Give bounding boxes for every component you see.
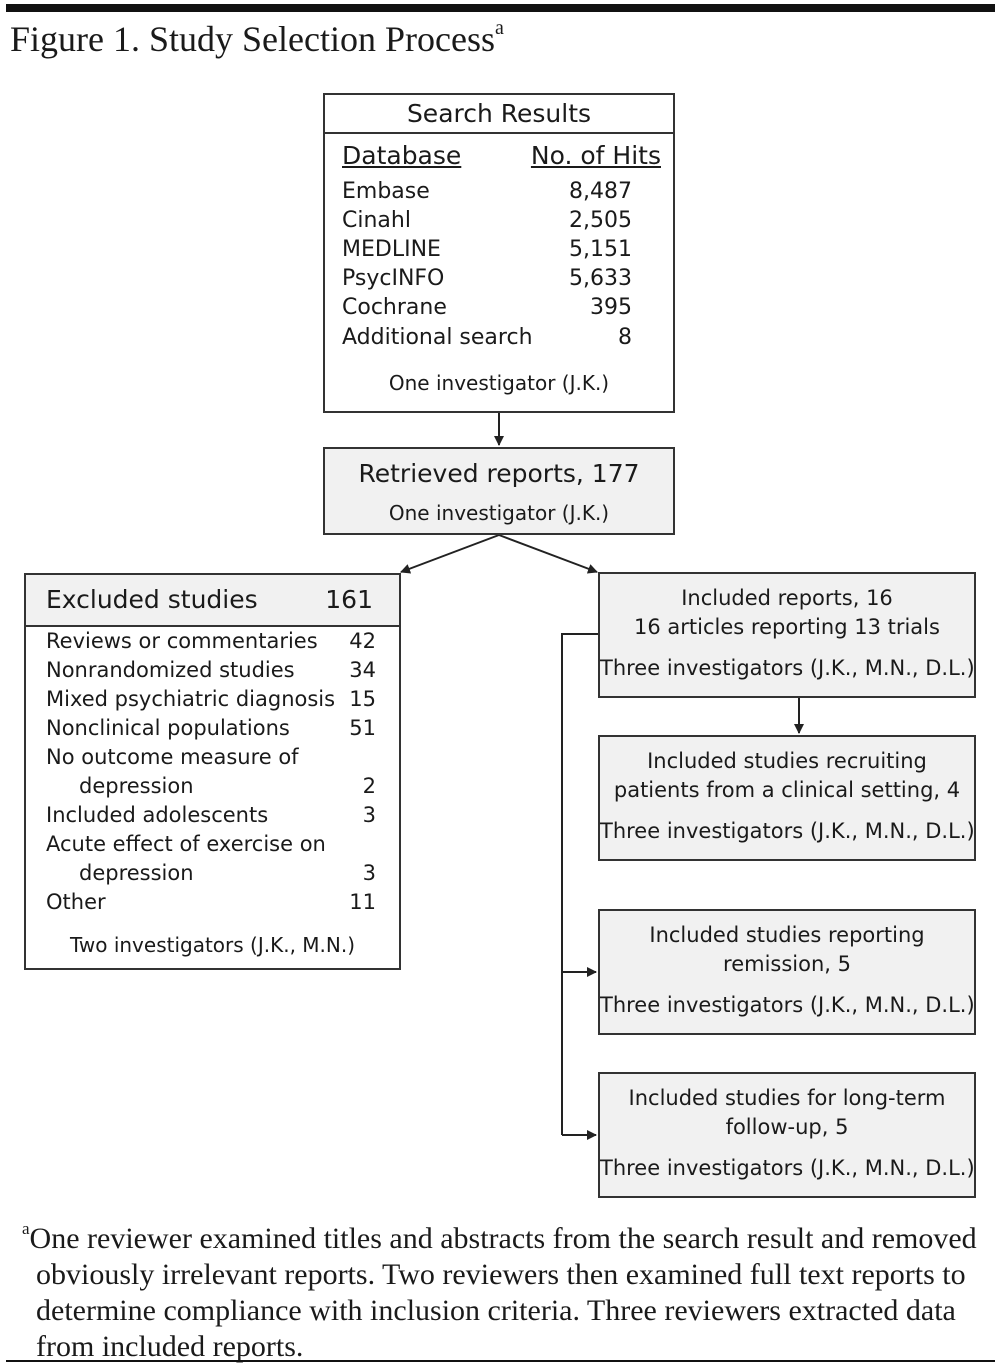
- exclusion-reason: depression: [79, 861, 194, 885]
- exclusion-row: No outcome measure of: [46, 745, 376, 774]
- exclusion-row: Nonrandomized studies 34: [46, 658, 376, 687]
- bracket-included-branch: [561, 633, 598, 1135]
- exclusion-count: 2: [362, 774, 376, 798]
- column-header-hits: No. of Hits: [530, 141, 661, 170]
- search-results-box: Search Results Database No. of Hits Emba…: [323, 93, 675, 413]
- arrow-retrieved-to-included: [498, 534, 598, 574]
- excluded-studies-total: 161: [325, 585, 373, 614]
- exclusion-count: 34: [349, 658, 376, 682]
- footnote-text: One reviewer examined titles and abstrac…: [29, 1222, 977, 1363]
- exclusion-row: Included adolescents 3: [46, 803, 376, 832]
- database-row: Embase 8,487: [342, 179, 632, 208]
- included-reports-title: Included reports, 16: [681, 586, 893, 610]
- figure-title-footnote-marker: a: [494, 17, 504, 39]
- long-term-investigator: Three investigators (J.K., M.N., D.L.): [600, 1156, 975, 1180]
- footnote: aOne reviewer examined titles and abstra…: [10, 1214, 995, 1365]
- excluded-studies-box: Excluded studies 161 Reviews or commenta…: [24, 573, 401, 970]
- exclusion-reason: Nonclinical populations: [46, 716, 290, 740]
- exclusion-reason: Other: [46, 890, 106, 914]
- clinical-setting-investigator: Three investigators (J.K., M.N., D.L.): [600, 819, 975, 843]
- database-name: Cochrane: [342, 295, 447, 320]
- footnote-body: aOne reviewer examined titles and abstra…: [10, 1214, 995, 1365]
- excluded-investigator: Two investigators (J.K., M.N.): [69, 933, 356, 957]
- excluded-studies-title: Excluded studies: [46, 585, 258, 614]
- search-results-title: Search Results: [325, 95, 673, 134]
- exclusion-row: depression 3: [46, 861, 376, 890]
- remission-title: Included studies reporting: [649, 923, 925, 947]
- column-header-database: Database: [342, 141, 462, 170]
- database-hits: 2,505: [569, 208, 632, 233]
- long-term-title: Included studies for long-term: [628, 1086, 946, 1110]
- exclusion-row: Nonclinical populations 51: [46, 716, 376, 745]
- figure-title-text: Figure 1. Study Selection Process: [10, 19, 495, 59]
- exclusion-count: 3: [362, 861, 376, 885]
- database-row: Cochrane 395: [342, 295, 632, 324]
- arrow-retrieved-to-excluded: [400, 534, 500, 574]
- retrieved-reports-box: Retrieved reports, 177 One investigator …: [323, 447, 675, 535]
- database-hits: 395: [590, 295, 632, 320]
- database-name: Cinahl: [342, 208, 411, 233]
- database-row: PsycINFO 5,633: [342, 266, 632, 295]
- database-name: MEDLINE: [342, 237, 441, 262]
- included-reports-subtitle: 16 articles reporting 13 trials: [634, 615, 940, 639]
- exclusion-reason: No outcome measure of: [46, 745, 299, 769]
- retrieved-reports-title: Retrieved reports, 177: [358, 459, 640, 488]
- figure-title: Figure 1. Study Selection Processa: [10, 17, 504, 60]
- excluded-studies-header: Excluded studies 161: [26, 575, 399, 627]
- database-hits: 5,151: [569, 237, 632, 262]
- exclusion-row: Mixed psychiatric diagnosis 15: [46, 687, 376, 716]
- exclusion-row: Acute effect of exercise on: [46, 832, 376, 861]
- retrieved-investigator: One investigator (J.K.): [388, 501, 610, 525]
- exclusion-reason: Mixed psychiatric diagnosis: [46, 687, 336, 711]
- exclusion-row: depression 2: [46, 774, 376, 803]
- long-term-follow-up-box: Included studies for long-term follow-up…: [598, 1072, 976, 1198]
- remission-box: Included studies reporting remission, 5 …: [598, 909, 976, 1035]
- included-reports-investigator: Three investigators (J.K., M.N., D.L.): [600, 656, 975, 680]
- database-hits: 5,633: [569, 266, 632, 291]
- remission-investigator: Three investigators (J.K., M.N., D.L.): [600, 993, 975, 1017]
- remission-subtitle: remission, 5: [723, 952, 851, 976]
- exclusion-row: Reviews or commentaries 42: [46, 629, 376, 658]
- database-row: MEDLINE 5,151: [342, 237, 632, 266]
- exclusion-reason: Reviews or commentaries: [46, 629, 318, 653]
- database-row: Cinahl 2,505: [342, 208, 632, 237]
- clinical-setting-box: Included studies recruiting patients fro…: [598, 735, 976, 861]
- top-rule: [6, 4, 995, 12]
- search-investigator: One investigator (J.K.): [388, 371, 610, 395]
- database-row: Additional search 8: [342, 325, 632, 354]
- long-term-subtitle: follow-up, 5: [725, 1115, 849, 1139]
- exclusion-count: 3: [362, 803, 376, 827]
- exclusion-reason: Nonrandomized studies: [46, 658, 295, 682]
- clinical-setting-title: Included studies recruiting: [647, 749, 927, 773]
- exclusion-count: 51: [349, 716, 376, 740]
- exclusion-reason: depression: [79, 774, 194, 798]
- exclusion-count: 15: [349, 687, 376, 711]
- exclusion-count: 42: [349, 629, 376, 653]
- database-name: Additional search: [342, 325, 533, 350]
- database-hits: 8,487: [569, 179, 632, 204]
- database-name: PsycINFO: [342, 266, 445, 291]
- exclusion-reason: Included adolescents: [46, 803, 269, 827]
- database-hits: 8: [618, 325, 632, 350]
- footnote-marker: a: [22, 1219, 30, 1238]
- exclusion-count: 11: [349, 890, 376, 914]
- included-reports-box: Included reports, 16 16 articles reporti…: [598, 572, 976, 698]
- exclusion-reason: Acute effect of exercise on: [46, 832, 326, 856]
- database-name: Embase: [342, 179, 430, 204]
- bottom-rule: [6, 1360, 995, 1362]
- clinical-setting-subtitle: patients from a clinical setting, 4: [613, 778, 961, 802]
- exclusion-row: Other 11: [46, 890, 376, 919]
